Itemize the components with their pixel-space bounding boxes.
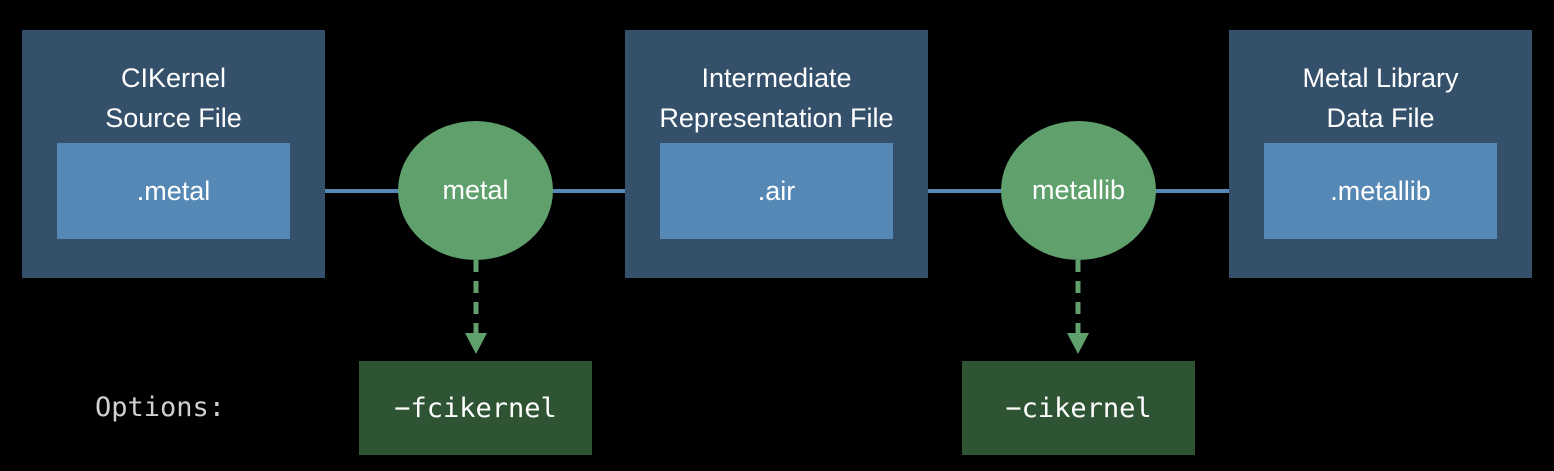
dashed-arrowhead-metallib-option <box>1067 333 1089 354</box>
dashed-arrowhead-metal-option <box>465 333 487 354</box>
option-fcikernel: −fcikernel <box>359 361 592 455</box>
options-label: Options: <box>95 392 226 423</box>
extension-metallib: .metallib <box>1264 143 1497 239</box>
tool-node-metallib: metallib <box>1001 121 1156 260</box>
file-box-intermediate-title: Intermediate Representation File <box>659 63 894 133</box>
extension-metal: .metal <box>57 143 290 239</box>
option-cikernel: −cikernel <box>962 361 1195 455</box>
file-box-library-title: Metal Library Data File <box>1302 63 1459 133</box>
tool-node-metal: metal <box>398 121 553 260</box>
file-box-source-title: CIKernel Source File <box>105 63 242 133</box>
extension-air: .air <box>660 143 893 239</box>
